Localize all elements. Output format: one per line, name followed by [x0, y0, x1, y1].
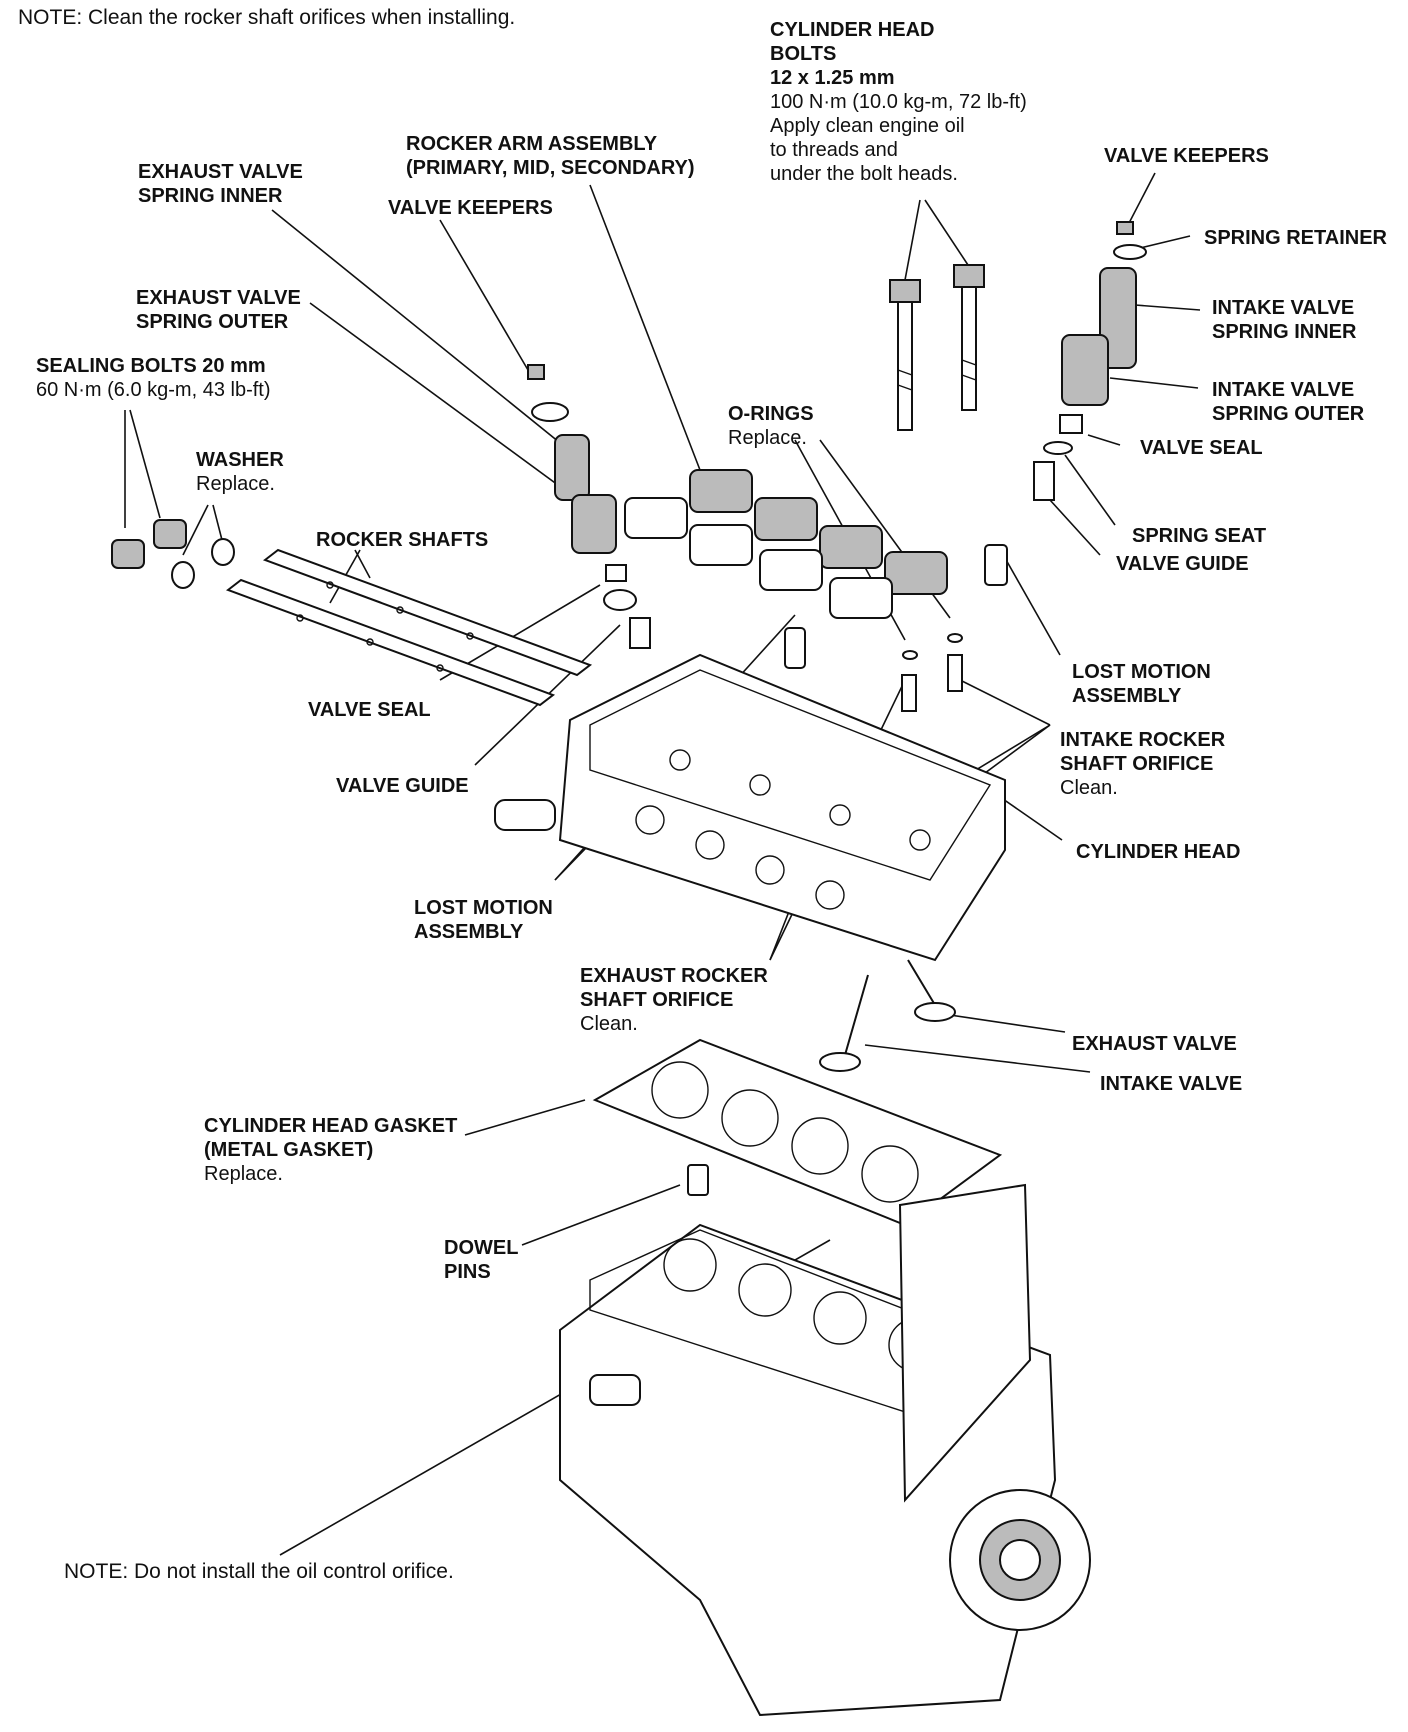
label-spring-seat: SPRING SEAT: [1132, 524, 1266, 548]
label-line: Replace.: [196, 473, 275, 495]
valves: [819, 959, 956, 1072]
label-intake-spring-outer: INTAKE VALVE SPRING OUTER: [1212, 378, 1364, 426]
label-line: Replace.: [204, 1163, 283, 1185]
cylinder-head: [494, 653, 1006, 962]
label-valve-guide-left: VALVE GUIDE: [336, 774, 469, 798]
label-line: to threads and: [770, 139, 898, 161]
label-line: INTAKE VALVE: [1212, 297, 1355, 319]
label-exhaust-rocker-orifice: EXHAUST ROCKER SHAFT ORIFICE Clean.: [580, 964, 768, 1036]
label-line: LOST MOTION: [414, 897, 553, 919]
label-exhaust-spring-outer: EXHAUST VALVE SPRING OUTER: [136, 286, 301, 334]
label-intake-valve: INTAKE VALVE: [1100, 1072, 1242, 1096]
label-line: SPRING INNER: [1212, 321, 1357, 343]
label-line: DOWEL: [444, 1237, 519, 1259]
label-line: ASSEMBLY: [414, 921, 524, 943]
label-line: VALVE SEAL: [1140, 437, 1263, 459]
label-line: Clean.: [1060, 777, 1118, 799]
label-valve-keepers-right: VALVE KEEPERS: [1104, 144, 1269, 168]
label-cylinder-head-bolts: CYLINDER HEAD BOLTS 12 x 1.25 mm 100 N·m…: [770, 18, 1027, 186]
label-line: O-RINGS: [728, 403, 814, 425]
label-line: Apply clean engine oil: [770, 115, 965, 137]
label-line: ROCKER ARM ASSEMBLY: [406, 133, 658, 155]
label-line: EXHAUST VALVE: [1072, 1033, 1237, 1055]
label-line: PINS: [444, 1261, 491, 1283]
label-intake-rocker-orifice: INTAKE ROCKER SHAFT ORIFICE Clean.: [1060, 728, 1225, 800]
label-valve-seal-right: VALVE SEAL: [1140, 436, 1263, 460]
label-line: BOLTS: [770, 43, 837, 65]
label-line: CYLINDER HEAD GASKET: [204, 1115, 458, 1137]
label-valve-seal-left: VALVE SEAL: [308, 698, 431, 722]
label-sealing-bolts: SEALING BOLTS 20 mm 60 N·m (6.0 kg-m, 43…: [36, 354, 271, 402]
label-line: WASHER: [196, 449, 284, 471]
label-line: SPRING OUTER: [1212, 403, 1365, 425]
label-head-gasket: CYLINDER HEAD GASKET (METAL GASKET) Repl…: [204, 1114, 457, 1186]
label-valve-keepers-left: VALVE KEEPERS: [388, 196, 553, 220]
label-line: under the bolt heads.: [770, 163, 958, 185]
label-line: ASSEMBLY: [1072, 685, 1182, 707]
intake-valve-stack: [1033, 221, 1147, 501]
label-line: 100 N·m (10.0 kg-m, 72 lb-ft): [770, 91, 1027, 113]
note-top: NOTE: Clean the rocker shaft orifices wh…: [18, 6, 516, 29]
label-lost-motion-left: LOST MOTION ASSEMBLY: [414, 896, 553, 944]
label-line: VALVE GUIDE: [1116, 553, 1249, 575]
label-cylinder-head: CYLINDER HEAD: [1076, 840, 1240, 864]
rocker-arm-assemblies: [624, 469, 948, 619]
label-line: VALVE KEEPERS: [1104, 145, 1269, 167]
label-line: INTAKE VALVE: [1100, 1073, 1243, 1095]
engine-block: [559, 1183, 1091, 1717]
label-line: Replace.: [728, 427, 807, 449]
label-line: EXHAUST VALVE: [136, 287, 301, 309]
label-line: (PRIMARY, MID, SECONDARY): [406, 157, 695, 179]
label-line: CYLINDER HEAD: [770, 19, 935, 41]
label-line: 12 x 1.25 mm: [770, 67, 895, 89]
cylinder-head-gasket: [592, 1038, 1003, 1227]
label-line: EXHAUST ROCKER: [580, 965, 768, 987]
label-spring-retainer: SPRING RETAINER: [1204, 226, 1387, 250]
rocker-shafts: [225, 548, 593, 707]
label-valve-guide-right: VALVE GUIDE: [1116, 552, 1249, 576]
label-line: VALVE SEAL: [308, 699, 431, 721]
label-line: Clean.: [580, 1013, 638, 1035]
label-line: SHAFT ORIFICE: [1060, 753, 1214, 775]
label-lost-motion-right: LOST MOTION ASSEMBLY: [1072, 660, 1211, 708]
label-line: EXHAUST VALVE: [138, 161, 303, 183]
label-line: VALVE KEEPERS: [388, 197, 553, 219]
label-line: INTAKE VALVE: [1212, 379, 1355, 401]
label-exhaust-spring-inner: EXHAUST VALVE SPRING INNER: [138, 160, 303, 208]
label-rocker-shafts: ROCKER SHAFTS: [316, 528, 488, 552]
label-line: ROCKER SHAFTS: [316, 529, 489, 551]
label-line: LOST MOTION: [1072, 661, 1211, 683]
label-line: VALVE GUIDE: [336, 775, 469, 797]
exhaust-valve-stack: [527, 364, 651, 649]
label-dowel-pins: DOWEL PINS: [444, 1236, 518, 1284]
label-o-rings: O-RINGS Replace.: [728, 402, 814, 450]
label-line: SPRING OUTER: [136, 311, 289, 333]
label-line: 60 N·m (6.0 kg-m, 43 lb-ft): [36, 379, 271, 401]
label-line: SEALING BOLTS 20 mm: [36, 355, 266, 377]
note-bottom: NOTE: Do not install the oil control ori…: [64, 1560, 454, 1583]
small-parts-right: [784, 544, 1008, 712]
sealing-bolts-washers: [111, 519, 235, 589]
label-line: SHAFT ORIFICE: [580, 989, 734, 1011]
label-washer: WASHER Replace.: [196, 448, 284, 496]
label-line: SPRING SEAT: [1132, 525, 1267, 547]
label-intake-spring-inner: INTAKE VALVE SPRING INNER: [1212, 296, 1356, 344]
label-line: CYLINDER HEAD: [1076, 841, 1241, 863]
cylinder-head-bolts: [889, 264, 985, 431]
label-line: SPRING RETAINER: [1204, 227, 1387, 249]
label-line: (METAL GASKET): [204, 1139, 374, 1161]
label-line: SPRING INNER: [138, 185, 283, 207]
label-exhaust-valve: EXHAUST VALVE: [1072, 1032, 1237, 1056]
label-line: INTAKE ROCKER: [1060, 729, 1226, 751]
label-rocker-arm-assembly: ROCKER ARM ASSEMBLY (PRIMARY, MID, SECON…: [406, 132, 695, 180]
